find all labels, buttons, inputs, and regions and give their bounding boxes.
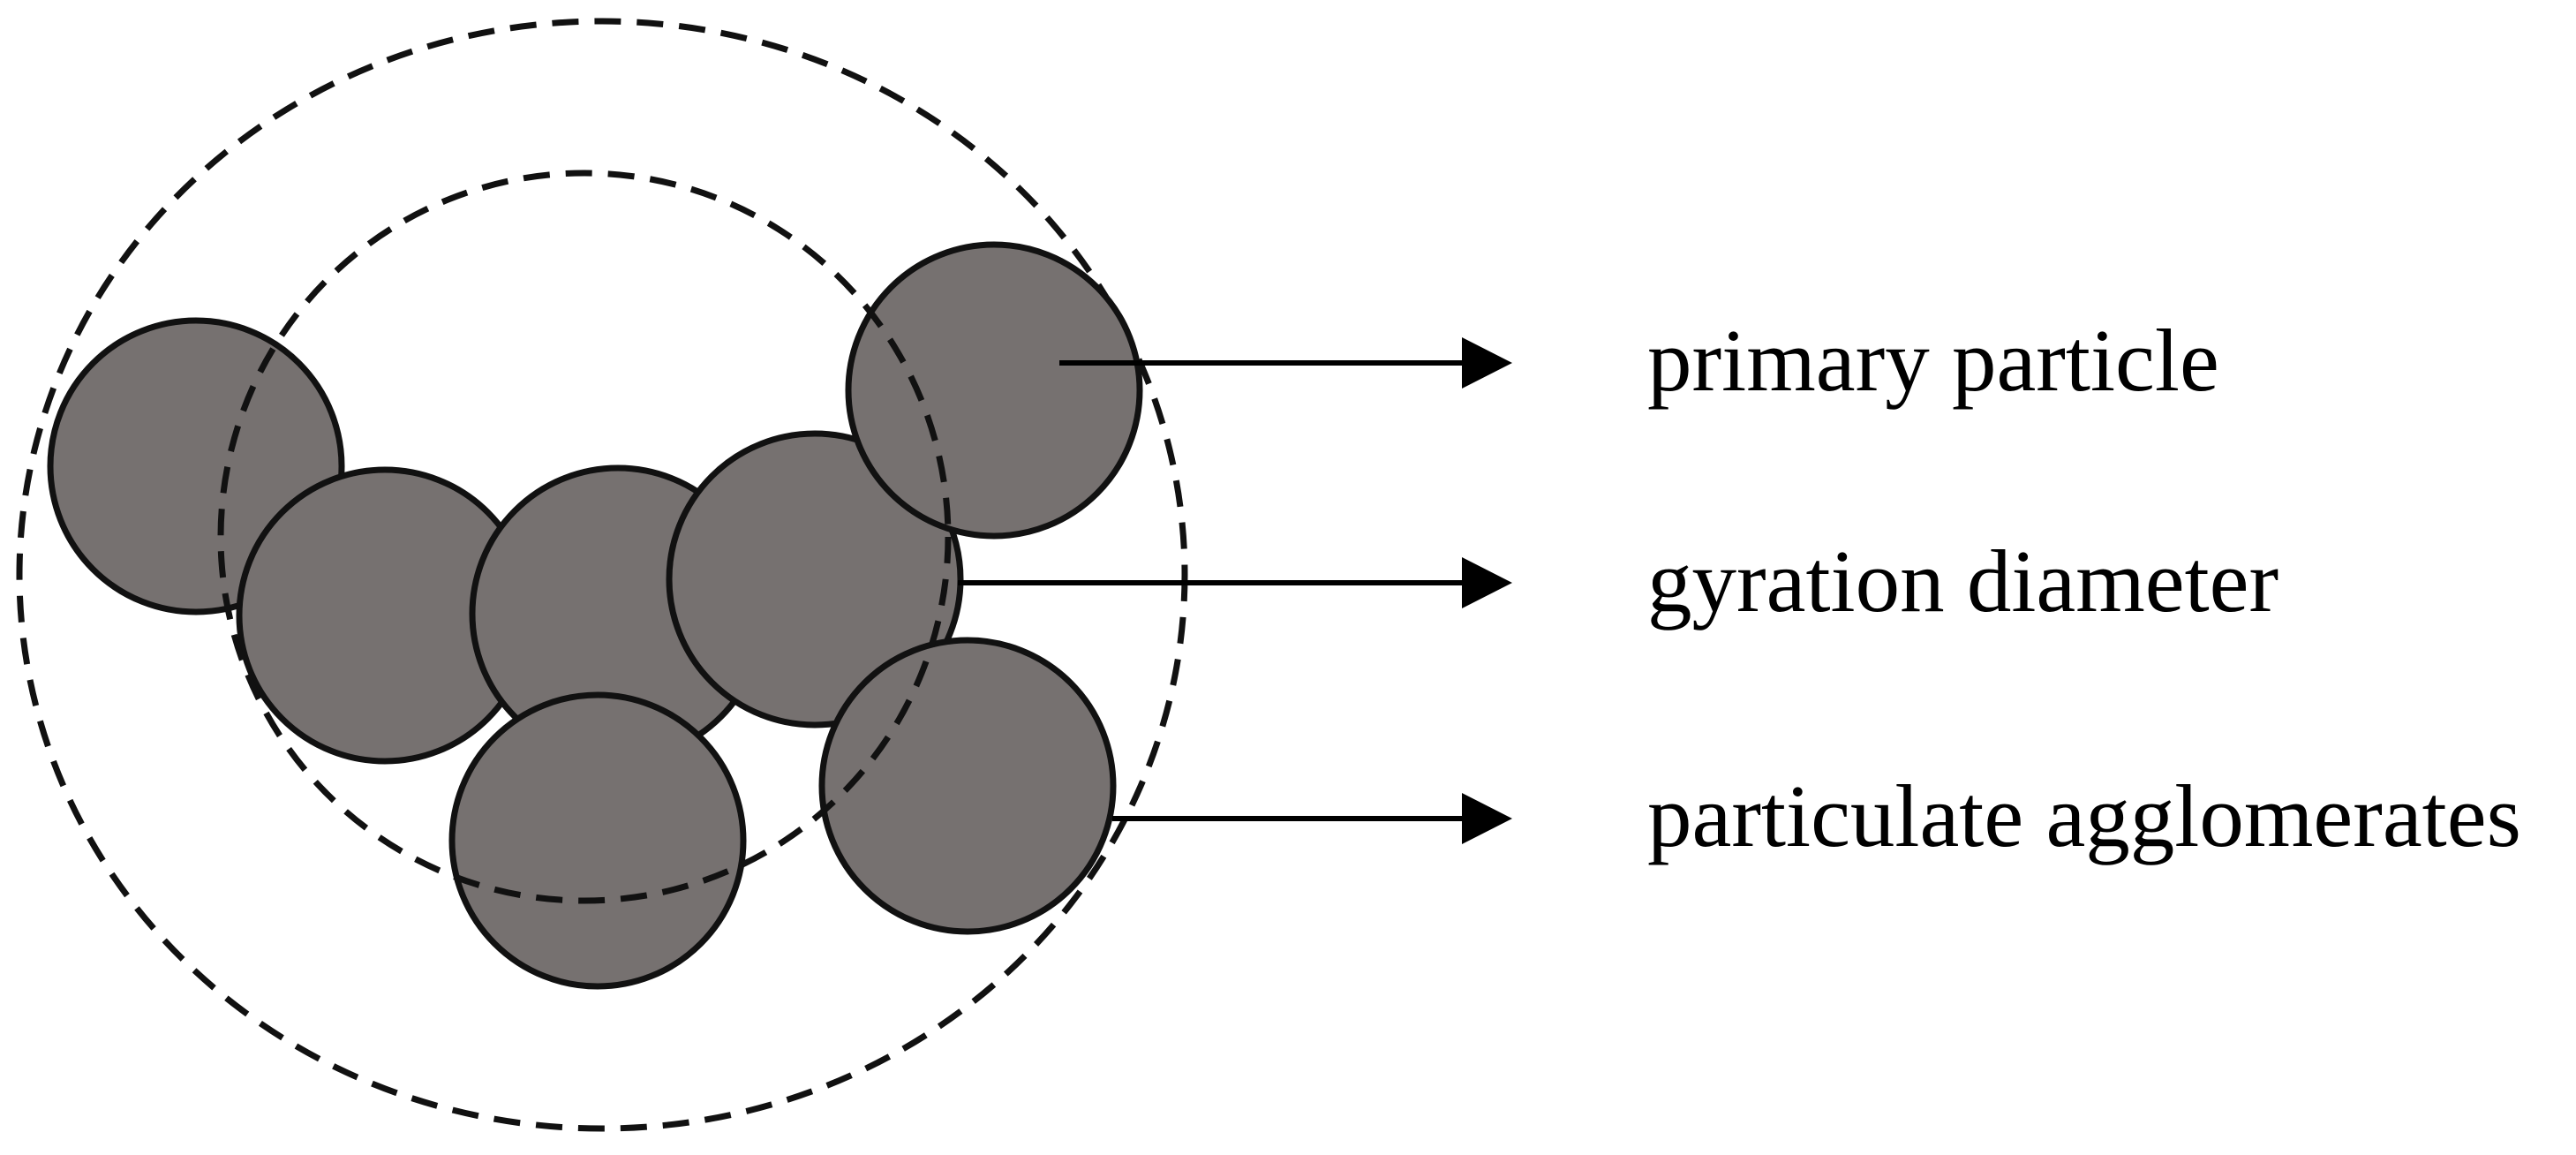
agglomerate-boundary-circle bbox=[16, 18, 1188, 1132]
primary-particle-7 bbox=[818, 637, 1117, 935]
label-particulate-agglomerates: particulate agglomerates bbox=[1647, 766, 2521, 865]
primary-particle-4 bbox=[666, 430, 964, 728]
label-primary-particle: primary particle bbox=[1647, 311, 2219, 410]
arrow-primary-particle bbox=[1059, 337, 1512, 389]
primary-particle-6 bbox=[448, 691, 747, 990]
arrow-gyration-diameter bbox=[958, 557, 1512, 608]
label-gyration-diameter: gyration diameter bbox=[1647, 532, 2278, 630]
arrow-particulate-agglomerates bbox=[1112, 793, 1512, 844]
primary-particle-5 bbox=[845, 241, 1143, 540]
gyration-diameter-circle bbox=[217, 170, 952, 904]
